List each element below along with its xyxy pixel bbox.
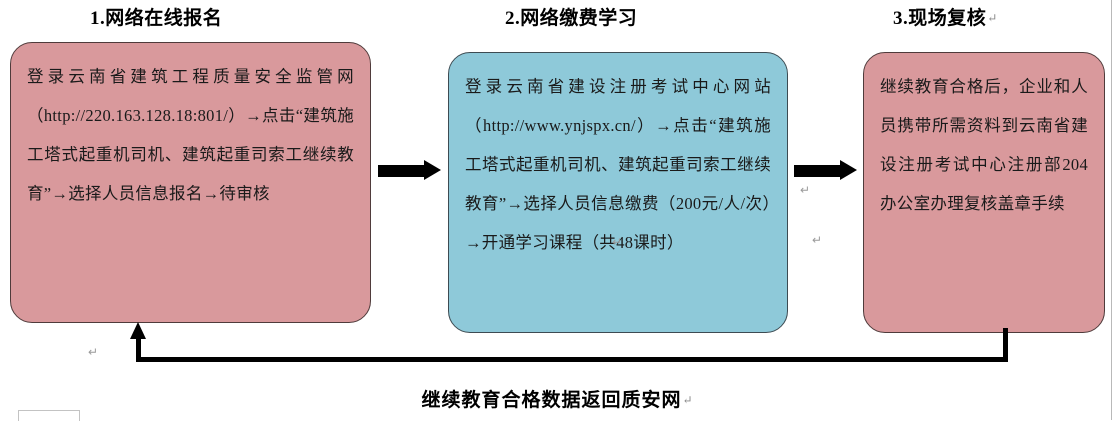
- return-path-right-segment: [1003, 328, 1008, 360]
- step-title-1-text: 1.网络在线报名: [90, 8, 223, 29]
- connector-arrow-step1-to-step2: [378, 160, 442, 180]
- process-box-step-3[interactable]: 继续教育合格后，企业和人员携带所需资料到云南省建设注册考试中心注册部204办公室…: [863, 52, 1105, 333]
- stray-pilcrow-1: ↵: [88, 345, 99, 359]
- step-title-1: 1.网络在线报名: [90, 6, 223, 31]
- connector-arrow-step2-to-step3: [794, 160, 858, 180]
- return-path-left-segment: [136, 338, 141, 360]
- bottom-caption-text: 继续教育合格数据返回质安网: [421, 390, 682, 411]
- pilcrow-mark: [222, 11, 223, 25]
- stray-pilcrow-3: ↵: [812, 233, 823, 247]
- process-box-step-1[interactable]: 登录云南省建筑工程质量安全监管网（http://220.163.128.18:8…: [10, 42, 371, 323]
- return-path-bottom-segment: [136, 357, 1008, 362]
- process-box-step-2[interactable]: 登录云南省建设注册考试中心网站（http://www.ynjspx.cn/）→点…: [448, 52, 788, 333]
- bottom-caption: 继续教育合格数据返回质安网↵: [0, 385, 1115, 412]
- arrow-shaft: [794, 165, 842, 177]
- page-edge-line: [1111, 0, 1112, 420]
- arrow-head-icon: [424, 160, 441, 180]
- step-title-2-text: 2.网络缴费学习: [505, 8, 638, 29]
- pilcrow-mark: ↵: [682, 393, 694, 407]
- process-box-step-1-text: 登录云南省建筑工程质量安全监管网（http://220.163.128.18:8…: [27, 67, 354, 203]
- step-title-3: 3.现场复核↵: [893, 6, 998, 31]
- stray-pilcrow-4: ↵: [612, 235, 623, 249]
- arrow-head-icon: [840, 160, 857, 180]
- pilcrow-mark: ↵: [987, 11, 998, 25]
- process-box-step-2-text: 登录云南省建设注册考试中心网站（http://www.ynjspx.cn/）→点…: [465, 77, 771, 252]
- step-title-3-text: 3.现场复核: [893, 8, 987, 29]
- return-path-arrow-head-icon: [130, 322, 146, 339]
- arrow-shaft: [378, 165, 426, 177]
- page-footer-artifact: [18, 410, 80, 421]
- process-box-step-3-text: 继续教育合格后，企业和人员携带所需资料到云南省建设注册考试中心注册部204办公室…: [880, 77, 1088, 213]
- step-title-2: 2.网络缴费学习: [505, 6, 638, 31]
- stray-pilcrow-2: ↵: [800, 183, 811, 197]
- pilcrow-mark: [637, 11, 638, 25]
